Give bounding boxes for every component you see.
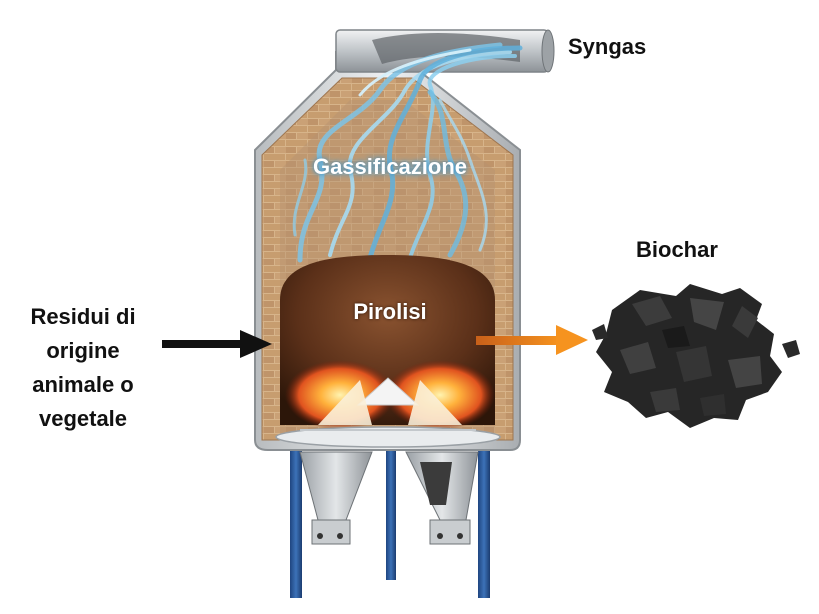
leg-right: [478, 450, 490, 598]
gasification-label: Gassificazione: [290, 154, 490, 180]
grate: [276, 427, 500, 447]
biochar-pile: [592, 284, 800, 428]
pyrolysis-label: Pirolisi: [320, 299, 460, 325]
input-label-line-3: animale o: [8, 368, 158, 402]
syngas-pipe: [336, 30, 554, 72]
input-residues-label: Residui di origine animale o vegetale: [8, 300, 158, 436]
hopper-left-outlet: [312, 520, 350, 544]
syngas-label: Syngas: [568, 34, 646, 60]
input-label-line-2: origine: [8, 334, 158, 368]
hopper-right-outlet: [430, 520, 470, 544]
leg-left: [290, 450, 302, 598]
hopper-left: [300, 452, 372, 520]
input-label-line-4: vegetale: [8, 402, 158, 436]
input-label-line-1: Residui di: [8, 300, 158, 334]
biochar-label: Biochar: [636, 237, 718, 263]
leg-center: [386, 450, 396, 580]
